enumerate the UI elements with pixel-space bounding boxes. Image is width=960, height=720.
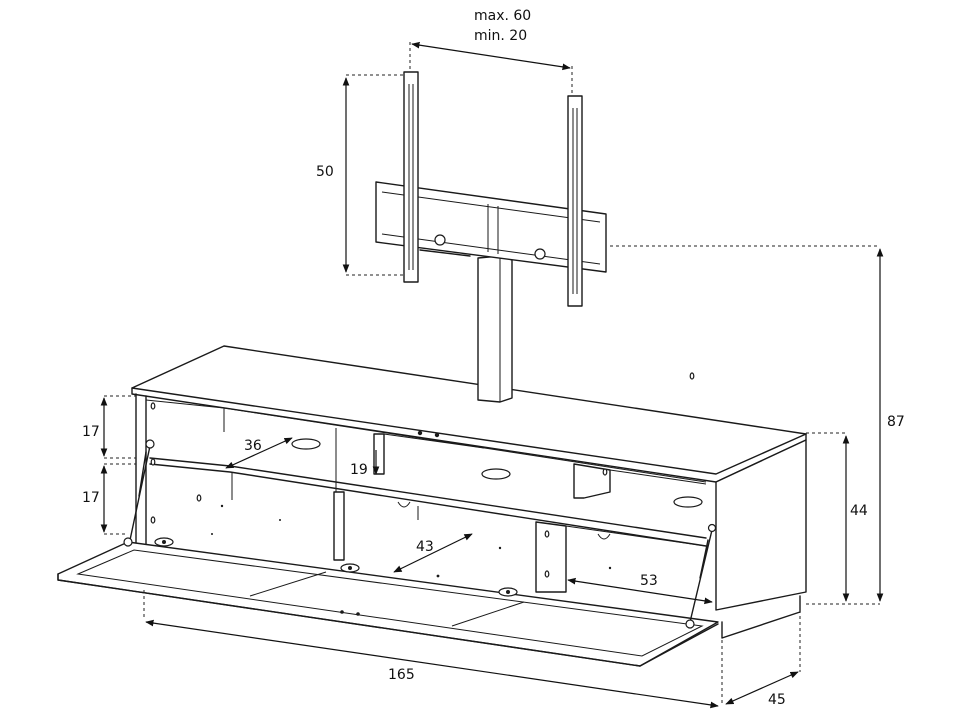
label-cabinet-height: 44 bbox=[850, 503, 868, 519]
strut-pivot bbox=[123, 537, 133, 547]
cabinet-plinth bbox=[721, 595, 801, 639]
strut-pivot bbox=[145, 439, 155, 449]
back-panel-lines bbox=[223, 408, 707, 547]
middle-shelf bbox=[149, 457, 707, 547]
dimension-lines bbox=[100, 41, 884, 709]
label-bracket-height: 50 bbox=[316, 164, 334, 180]
cable-hole bbox=[673, 496, 703, 508]
gas-strut-left bbox=[129, 445, 151, 541]
divider-lower-1 bbox=[333, 491, 345, 561]
cabinet bbox=[131, 345, 807, 639]
label-depth-45: 45 bbox=[768, 692, 786, 708]
label-width-165: 165 bbox=[388, 667, 415, 683]
mount-column bbox=[477, 255, 513, 403]
mount-rail-left-slots bbox=[408, 84, 414, 270]
mount-knob bbox=[434, 234, 446, 246]
mount-crossbar-inner bbox=[381, 191, 601, 265]
fall-front-door bbox=[57, 439, 719, 667]
label-total-height: 87 bbox=[887, 414, 905, 430]
cabinet-right-side bbox=[715, 439, 807, 611]
strut-pivot bbox=[685, 619, 695, 629]
cable-grommet bbox=[397, 501, 611, 540]
hinges bbox=[154, 537, 518, 616]
floor-dots bbox=[211, 504, 612, 578]
label-shelf-lower: 17 bbox=[82, 490, 100, 506]
strut-pivot bbox=[707, 523, 717, 533]
mount-column-plate bbox=[419, 249, 471, 257]
label-spacing-min: min. 20 bbox=[474, 28, 527, 44]
label-width-43: 43 bbox=[416, 539, 434, 555]
cabinet-left-side bbox=[135, 393, 147, 549]
label-spacing-max: max. 60 bbox=[474, 8, 531, 24]
cabinet-top bbox=[131, 345, 807, 475]
mount-rail-left bbox=[403, 71, 419, 283]
cable-hole bbox=[291, 438, 321, 450]
mount-crossbar bbox=[375, 181, 607, 273]
gas-strut-right bbox=[689, 529, 713, 623]
mount-rail-right bbox=[567, 95, 583, 307]
label-depth-36: 36 bbox=[244, 438, 262, 454]
tv-mount bbox=[375, 71, 607, 403]
door-panel bbox=[57, 541, 719, 667]
cable-hole bbox=[481, 468, 511, 480]
shelf-pin-holes bbox=[150, 372, 695, 578]
mount-knob bbox=[534, 248, 546, 260]
label-width-53: 53 bbox=[640, 573, 658, 589]
divider-lower-2 bbox=[535, 521, 567, 593]
mount-rail-right-slots bbox=[572, 108, 578, 294]
label-gap-19: 19 bbox=[350, 462, 368, 478]
label-shelf-upper: 17 bbox=[82, 424, 100, 440]
dimension-labels: max. 60 min. 20 50 87 44 17 17 36 19 43 … bbox=[82, 8, 905, 708]
